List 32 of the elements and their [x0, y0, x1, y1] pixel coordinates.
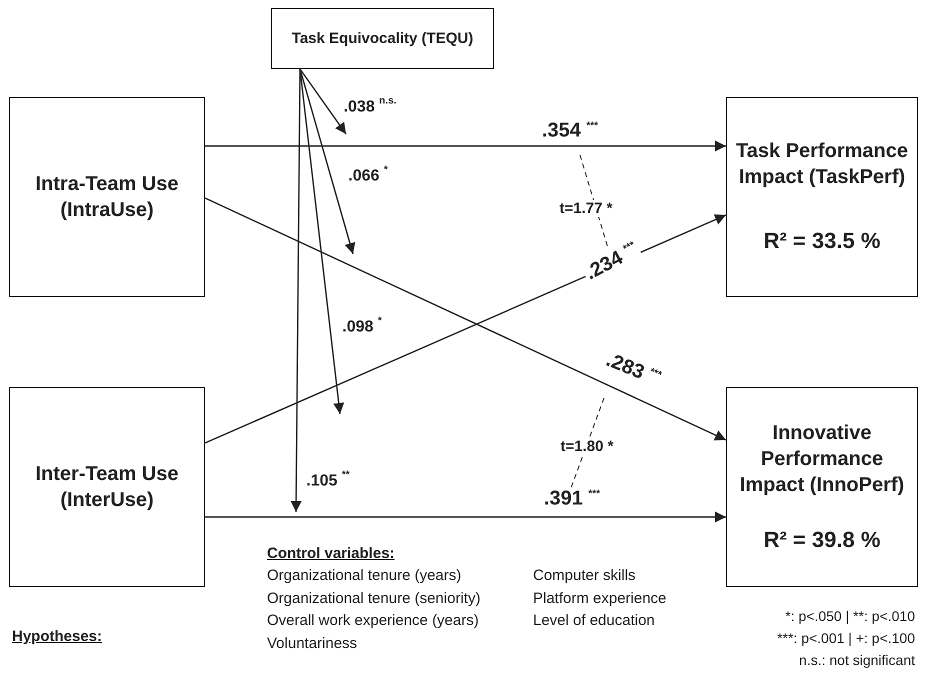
t-statistic: t=1.77 * [558, 200, 614, 217]
construct-name: Task Performance Impact (TaskPerf) [735, 139, 909, 190]
significance-note: ***: p<.001 | +: p<.100 [776, 630, 916, 646]
control-variable: Computer skills [532, 567, 637, 584]
construct-box [726, 387, 918, 587]
construct-name: Task Equivocality (TEQU) [292, 28, 474, 48]
construct-box [726, 97, 918, 297]
control-variable: Platform experience [532, 590, 668, 607]
construct-name: Innovative Performance Impact (InnoPerf) [738, 420, 906, 498]
control-variable: Level of education [532, 612, 656, 629]
r-squared: R² = 39.8 % [764, 526, 880, 554]
arrow [299, 68, 344, 414]
construct-name: Intra-Team Use (IntraUse) [34, 172, 180, 223]
section-heading: Control variables: [266, 545, 396, 562]
arrow [299, 68, 356, 254]
construct-box [9, 97, 205, 297]
control-variable: Organizational tenure (seniority) [266, 590, 482, 607]
arrow [205, 512, 726, 522]
arrow [205, 140, 726, 152]
significance-note: *: p<.050 | **: p<.010 [784, 608, 916, 624]
t-statistic: t=1.80 * [558, 438, 616, 455]
r-squared: R² = 33.5 % [764, 226, 880, 255]
construct-box [271, 8, 494, 69]
arrow [290, 69, 302, 512]
significance-note: n.s.: not significant [798, 652, 916, 668]
control-variable: Organizational tenure (years) [266, 567, 462, 584]
control-variable: Overall work experience (years) [266, 612, 480, 629]
construct-box [9, 387, 205, 587]
arrow [299, 68, 347, 134]
section-heading: Hypotheses: [11, 628, 104, 645]
construct-name: Inter-Team Use (InterUse) [34, 462, 180, 513]
control-variable: Voluntariness [266, 635, 358, 652]
